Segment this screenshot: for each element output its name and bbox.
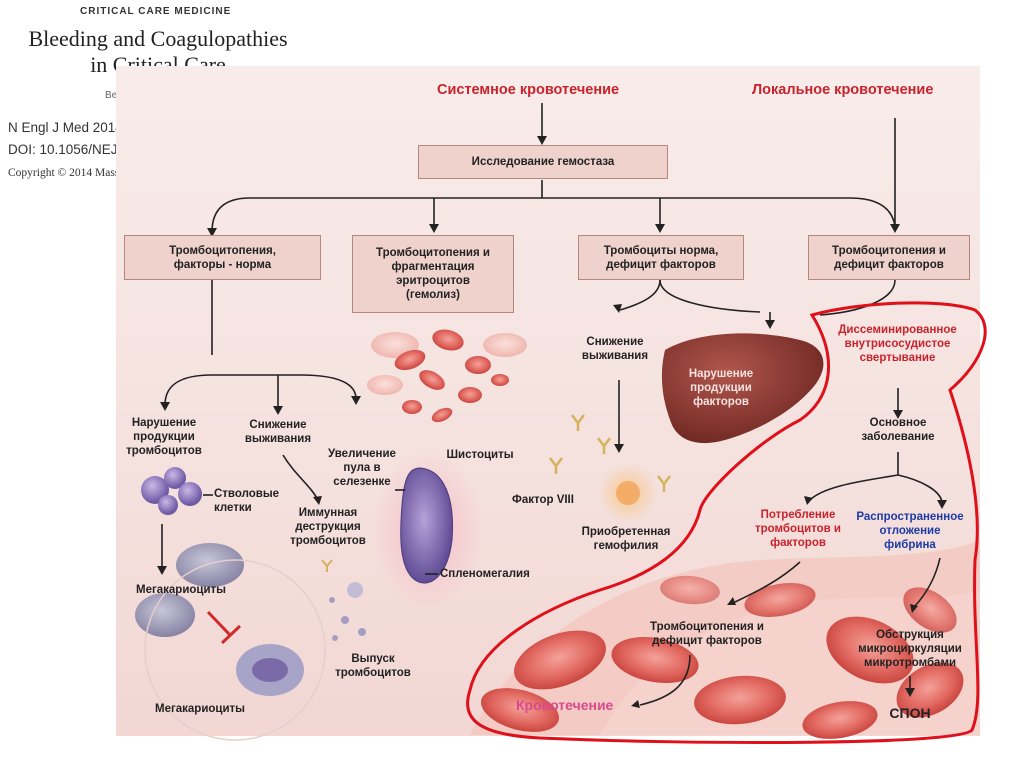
arrow-heads bbox=[157, 136, 947, 708]
article-title-line1: Bleeding and Coagulopathies bbox=[28, 26, 288, 51]
red-blood-cell bbox=[802, 701, 878, 739]
megakaryocyte bbox=[176, 543, 244, 587]
label-reduced-survival-factors: Снижение выживания bbox=[581, 336, 649, 362]
header-local-bleeding: Локальное кровотечение bbox=[752, 82, 934, 98]
schistocyte bbox=[491, 374, 509, 386]
schistocyte bbox=[419, 370, 445, 390]
stem-cell bbox=[158, 495, 178, 515]
antibody-icon bbox=[571, 414, 585, 431]
liver bbox=[661, 333, 824, 444]
label-splenic-pool: Увеличение пула в селезенке bbox=[328, 448, 396, 488]
antibody-icon bbox=[597, 437, 611, 454]
label-fibrin-deposition: Распространенное отложение фибрина bbox=[856, 511, 964, 551]
red-blood-cell bbox=[903, 587, 957, 633]
pale-cell bbox=[483, 333, 527, 357]
header-systemic-bleeding: Системное кровотечение bbox=[437, 82, 620, 98]
red-blood-cell bbox=[481, 688, 559, 732]
stem-cell bbox=[164, 467, 186, 489]
label-platelet-release: Выпуск тромбоцитов bbox=[335, 653, 411, 679]
label-factor-production-impairment: Нарушение продукции факторов bbox=[688, 368, 754, 408]
red-blood-cell bbox=[744, 583, 816, 617]
article-title: Bleeding and Coagulopathies in Critical … bbox=[8, 26, 308, 78]
label-schistocytes: Шистоциты bbox=[446, 449, 514, 461]
antibody-icon bbox=[321, 559, 333, 572]
schistocyte bbox=[402, 400, 422, 414]
schistocyte bbox=[432, 329, 464, 351]
platelet bbox=[347, 582, 363, 598]
schistocyte bbox=[465, 356, 491, 374]
bone-marrow-circle bbox=[144, 559, 326, 741]
schistocyte bbox=[458, 387, 482, 403]
label-acquired-hemophilia: Приобретенная гемофилия bbox=[581, 526, 671, 552]
red-blood-cell bbox=[694, 675, 786, 725]
label-dic: Диссеминированное внутрисосудистое сверт… bbox=[838, 324, 957, 364]
platelet bbox=[332, 635, 338, 641]
label-thrombocytopenia-deficit: Тромбоцитопения и дефицит факторов bbox=[650, 621, 764, 647]
antibody-icon bbox=[657, 475, 671, 492]
red-blood-cell bbox=[896, 662, 964, 718]
label-reduced-survival-platelets: Снижение выживания bbox=[244, 419, 312, 445]
megakaryocyte-nucleus bbox=[252, 658, 288, 682]
platelet bbox=[329, 597, 335, 603]
pale-cell bbox=[367, 375, 403, 395]
journal-name: CRITICAL CARE MEDICINE bbox=[80, 6, 232, 17]
label-megakaryocytes-1: Мегакариоциты bbox=[135, 584, 227, 596]
label-mods: СПОН bbox=[889, 705, 931, 721]
inhibition-symbol bbox=[206, 610, 242, 645]
label-microcirculation-obstruction: Обструкция микроциркуляции микротромбами bbox=[858, 629, 962, 669]
schistocyte bbox=[394, 349, 426, 371]
antibody-icon bbox=[549, 457, 563, 474]
red-blood-cell bbox=[660, 575, 720, 605]
platelet bbox=[341, 616, 349, 624]
box-platelets-normal-factor-deficit: Тромбоциты норма, дефицит факторов bbox=[578, 235, 744, 280]
megakaryocyte bbox=[135, 593, 195, 637]
platelet bbox=[358, 628, 366, 636]
pale-cell bbox=[371, 332, 419, 358]
label-consumption: Потребление тромбоцитов и факторов bbox=[755, 509, 841, 549]
label-splenomegaly: Спленомегалия bbox=[440, 568, 530, 580]
box-thrombocytopenia-factor-deficit: Тромбоцитопения и дефицит факторов bbox=[808, 235, 970, 280]
red-blood-cell bbox=[611, 637, 699, 683]
label-production-impairment: Нарушение продукции тромбоцитов bbox=[126, 417, 202, 457]
schistocyte bbox=[431, 407, 453, 423]
dic-outline bbox=[466, 301, 987, 745]
stem-cell bbox=[178, 482, 202, 506]
label-bleeding: Кровотечение bbox=[516, 697, 614, 713]
box-hemostasis-study: Исследование гемостаза bbox=[418, 145, 668, 179]
red-blood-cell bbox=[514, 630, 606, 690]
box-thrombocytopenia-factors-normal: Тромбоцитопения, факторы - норма bbox=[124, 235, 321, 280]
label-megakaryocytes-2: Мегакариоциты bbox=[154, 703, 246, 715]
label-stem-cells: Стволовые клетки bbox=[214, 488, 280, 514]
label-factor-viii: Фактор VIII bbox=[512, 494, 574, 506]
factor-viii-core bbox=[616, 481, 640, 505]
box-thrombocytopenia-fragmentation: Тромбоцитопения и фрагментация эритроцит… bbox=[352, 235, 514, 313]
label-immune-destruction: Иммунная деструкция тромбоцитов bbox=[290, 507, 366, 547]
red-blood-cell bbox=[826, 616, 914, 684]
spleen bbox=[400, 467, 454, 584]
label-underlying-disease: Основное заболевание bbox=[861, 417, 935, 443]
